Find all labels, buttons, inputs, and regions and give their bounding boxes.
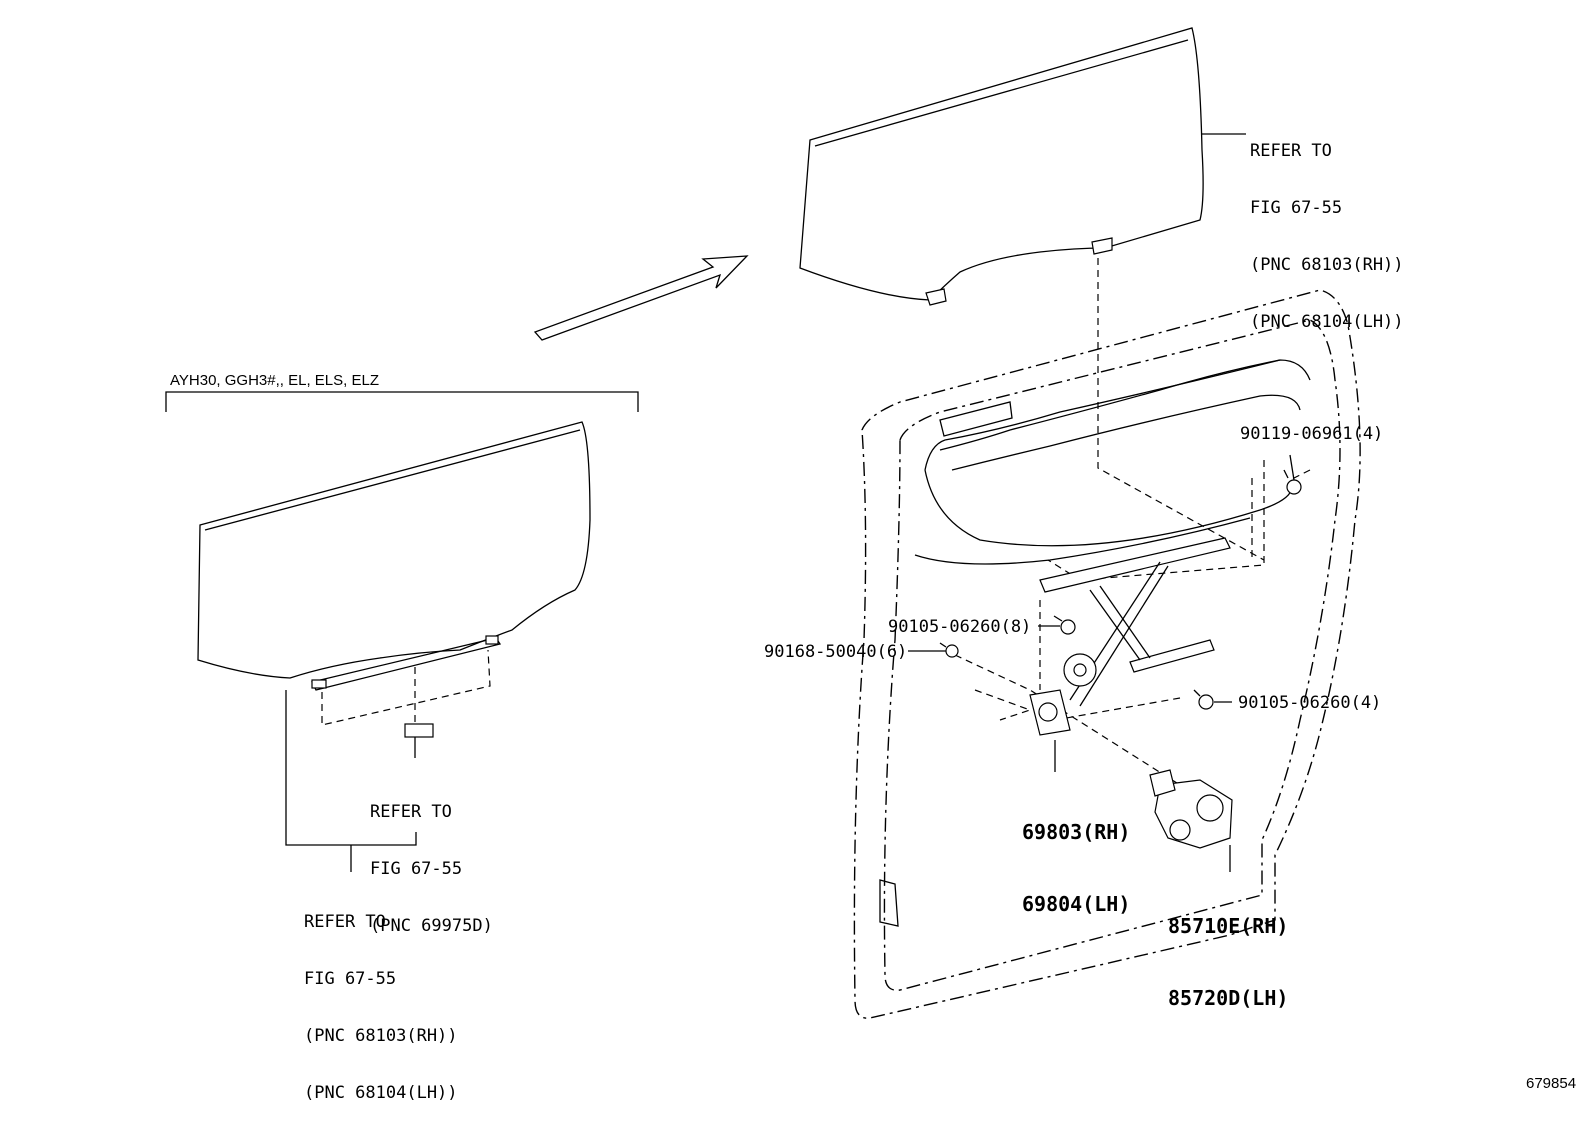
variant-header: AYH30, GGH3#,, EL, ELS, ELZ [170, 372, 379, 389]
part-label-90105-b: 90105-06260(4) [1238, 693, 1382, 713]
part-label-90105-a: 90105-06260(8) [888, 617, 1032, 637]
bolt-90105-a-icon [1053, 615, 1076, 635]
parts-diagram [165, 27, 1361, 1019]
screw-90168-icon [939, 642, 959, 658]
upper-glass-reference: REFER TO FIG 67-55 (PNC 68103(RH)) (PNC … [1250, 141, 1404, 332]
part-label-90119: 90119-06961(4) [1240, 424, 1384, 444]
bolt-90105-b-icon [1193, 689, 1214, 710]
channel-clip [404, 723, 434, 738]
part-label-90168: 90168-50040(6) [764, 642, 908, 662]
left-glass-panel [197, 421, 591, 691]
figure-number: 679854 [1526, 1075, 1577, 1092]
part-label-motor: 85710E(RH) 85720D(LH) [1168, 914, 1289, 1010]
variant-bracket [165, 391, 639, 412]
left-glass-dash-box [321, 649, 491, 726]
upper-glass-panel [799, 27, 1204, 306]
window-regulator [1029, 537, 1231, 736]
channel-reference: REFER TO FIG 67-55 (PNC 69975D) [370, 802, 493, 936]
left-glass-reference: REFER TO FIG 67-55 (PNC 68103(RH)) (PNC … [304, 912, 458, 1103]
regulator-dash-box [1047, 460, 1265, 581]
window-motor [1149, 769, 1233, 849]
part-label-regulator: 69803(RH) 69804(LH) [1022, 820, 1131, 916]
direction-arrow [533, 255, 749, 341]
door-frame [853, 289, 1361, 1019]
